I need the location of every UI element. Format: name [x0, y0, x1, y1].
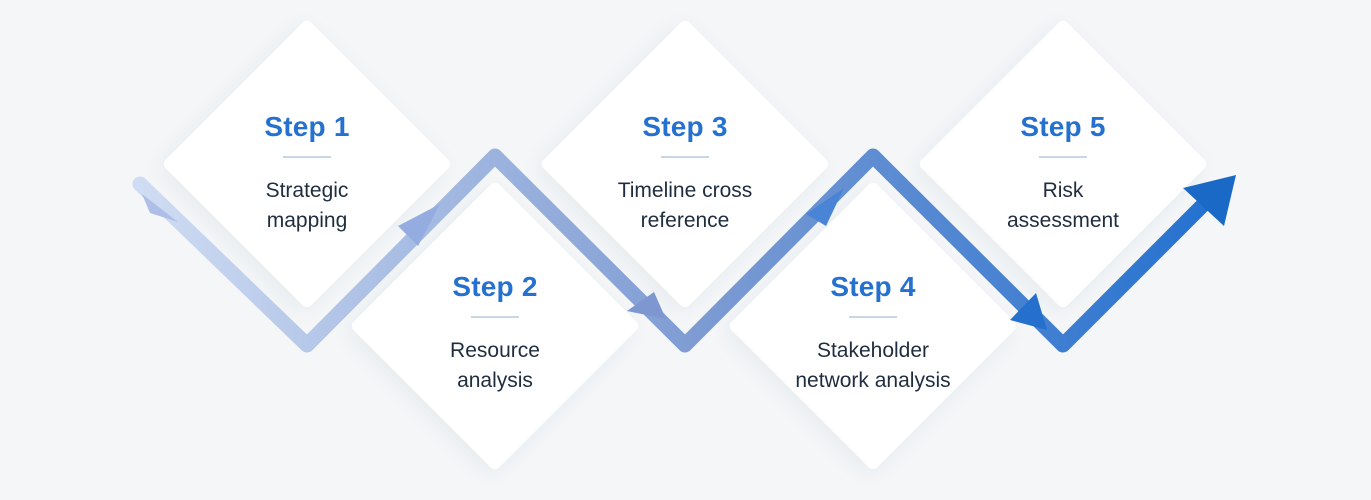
step-5-text: Step 5 Risk assessment	[948, 108, 1178, 236]
step-3-label-line-1: Timeline cross	[617, 179, 753, 202]
step-1-text: Step 1 Strategic mapping	[192, 108, 422, 236]
chevron-arrow-icon	[398, 204, 440, 246]
step-5-label-line-1: Risk	[1042, 179, 1084, 202]
step-3-title: Step 3	[642, 111, 728, 142]
step-2-divider	[471, 316, 519, 318]
chevron-arrow-icon	[142, 194, 178, 222]
chevron-arrow-icon	[806, 188, 844, 226]
step-5-divider	[1039, 156, 1087, 158]
arrowhead-icon	[1183, 175, 1236, 226]
step-2-label-line-2: analysis	[457, 369, 533, 392]
step-2-text: Step 2 Resource analysis	[380, 268, 610, 396]
step-3-divider	[661, 156, 709, 158]
step-4-label-line-2: network analysis	[795, 369, 951, 392]
step-4-divider	[849, 316, 897, 318]
step-1-label-line-1: Strategic	[265, 179, 349, 202]
zigzag-line	[132, 148, 1216, 353]
step-3-text: Step 3 Timeline cross reference	[570, 108, 800, 236]
chevron-arrow-icon	[1010, 293, 1047, 330]
step-3-label-line-2: reference	[640, 209, 730, 232]
step-1-title: Step 1	[264, 111, 350, 142]
step-5-label-line-2: assessment	[1006, 209, 1120, 232]
step-1-label-line-2: mapping	[266, 209, 348, 232]
step-4-title: Step 4	[830, 271, 916, 302]
step-2-label-line-1: Resource	[450, 339, 540, 362]
step-2-title: Step 2	[452, 271, 538, 302]
step-1-divider	[283, 156, 331, 158]
chevron-arrow-icon	[627, 292, 666, 319]
step-4-label-line-1: Stakeholder	[816, 339, 930, 362]
step-4-text: Step 4 Stakeholder network analysis	[758, 268, 988, 396]
step-5-title: Step 5	[1020, 111, 1106, 142]
